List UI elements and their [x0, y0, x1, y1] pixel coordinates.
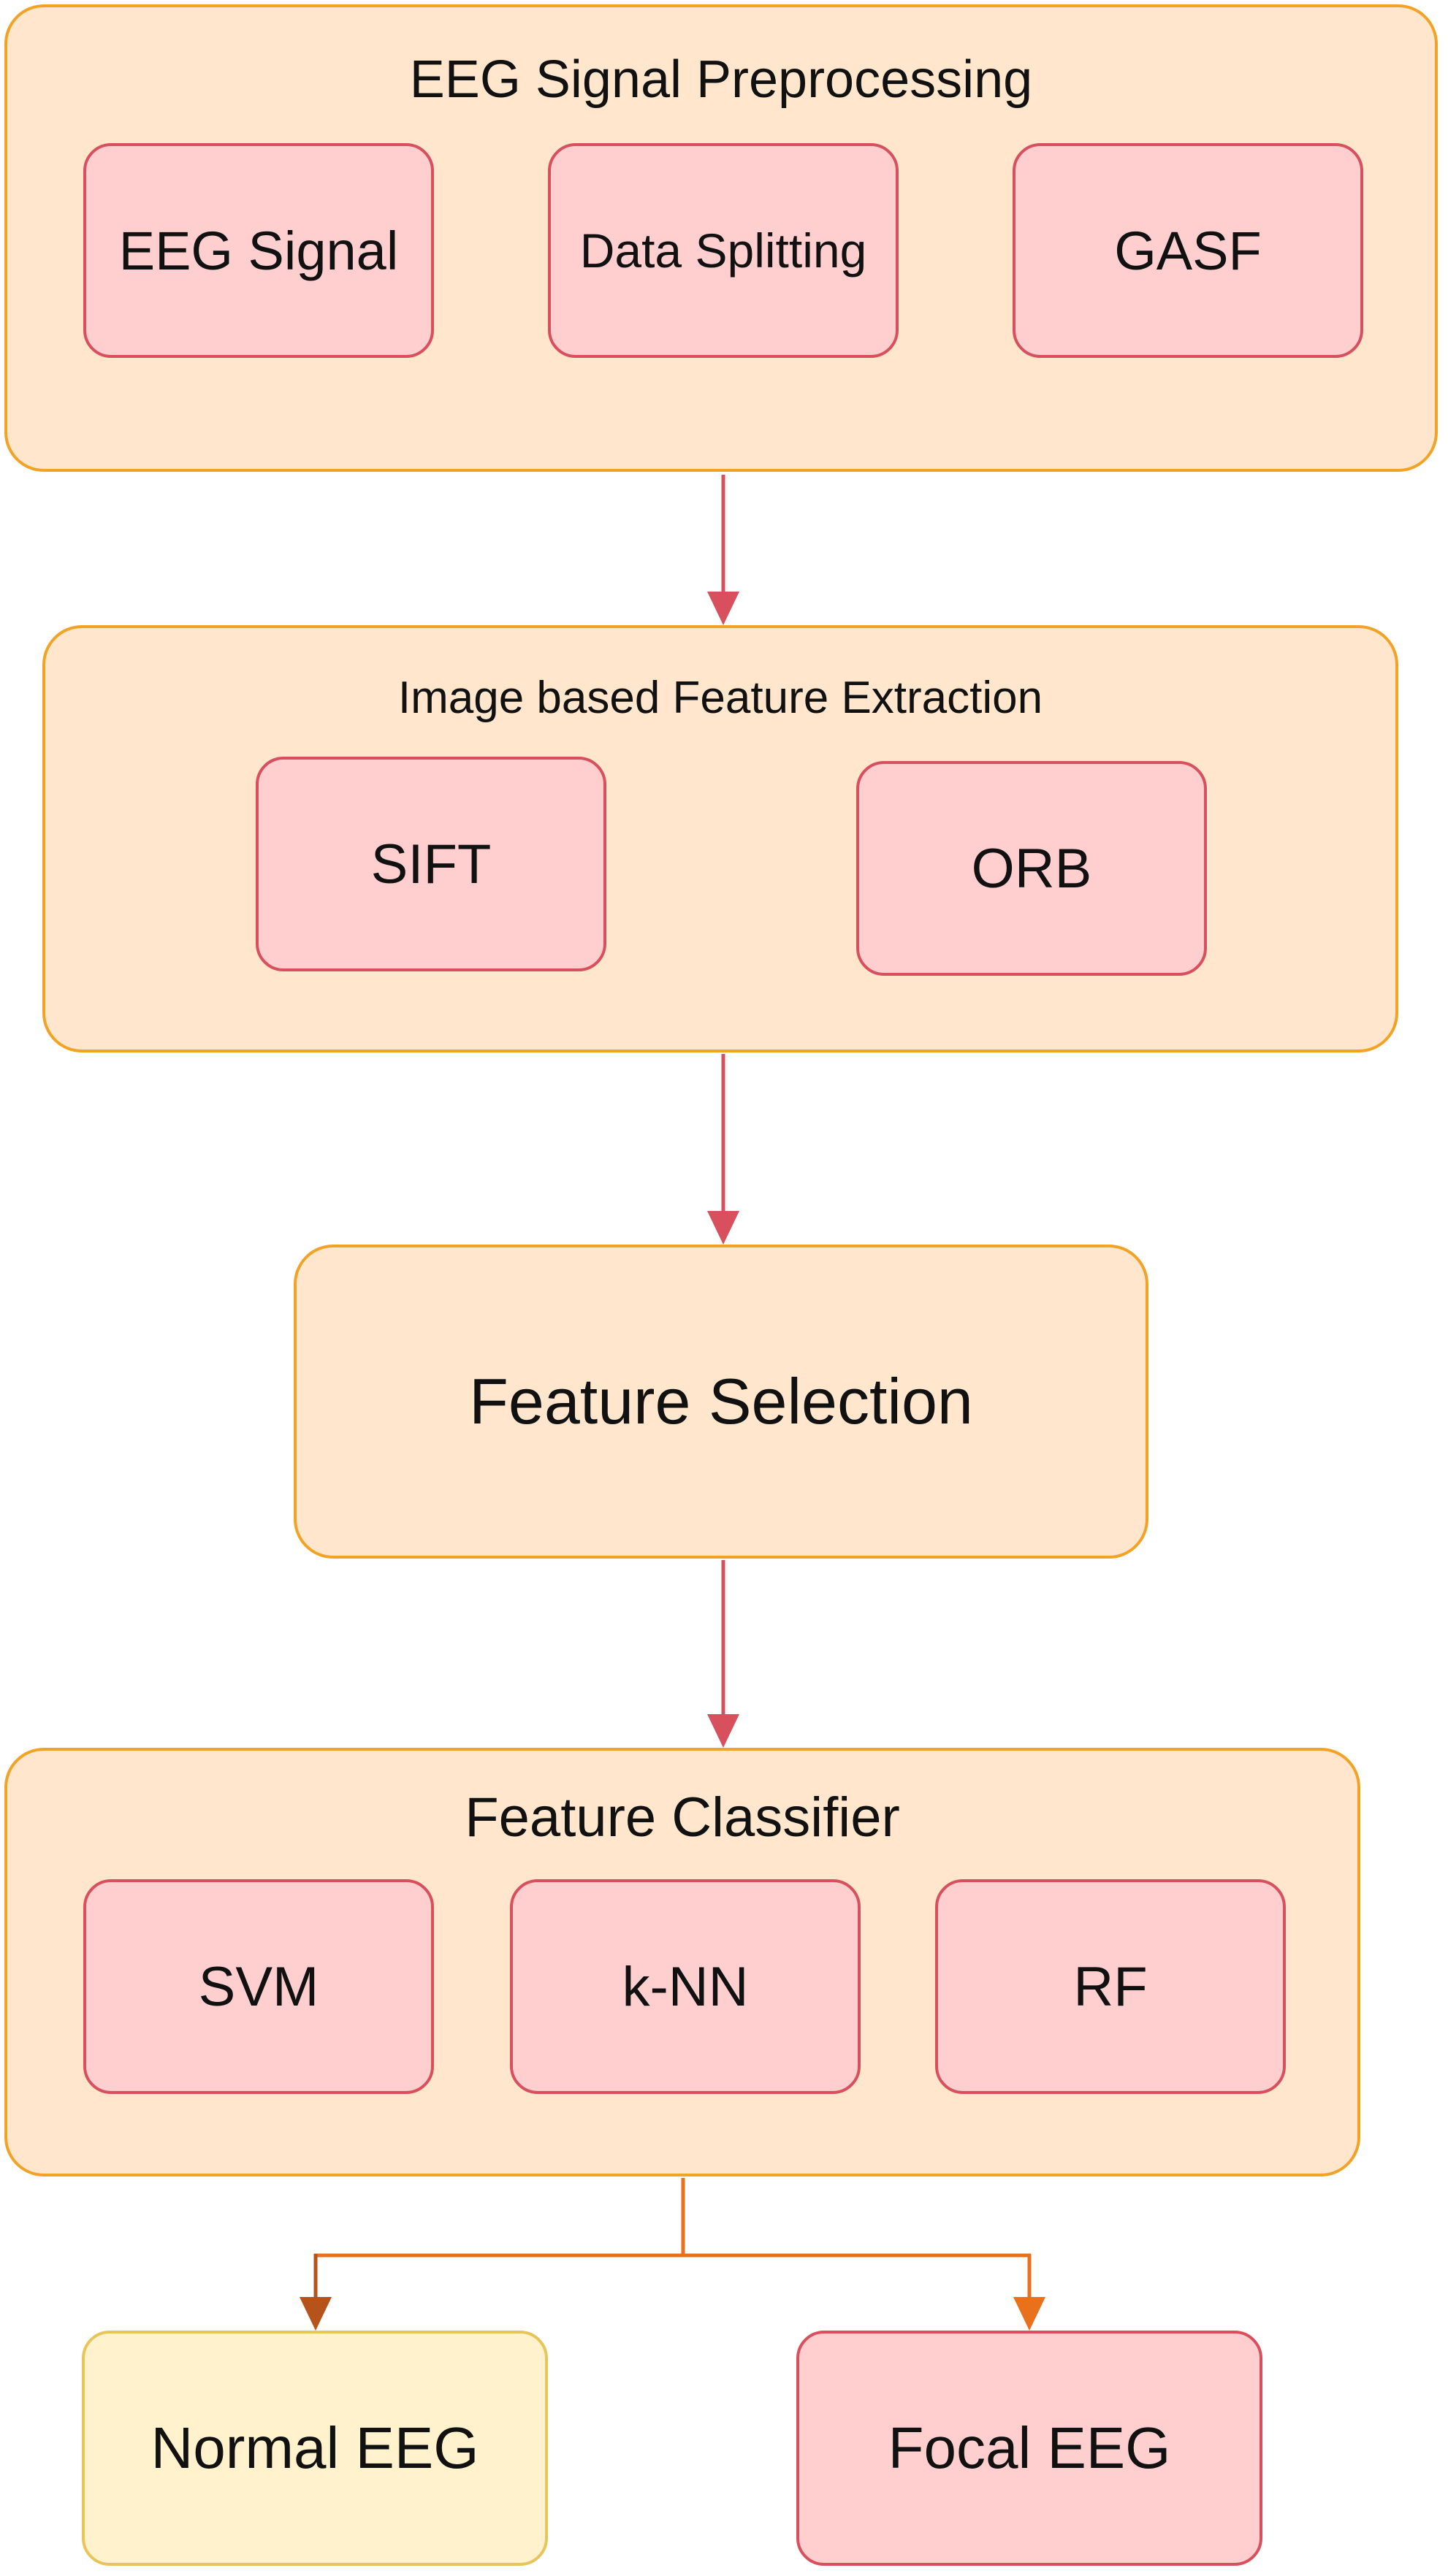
- preprocessing-group: EEG Signal Preprocessing EEG Signal Data…: [4, 4, 1438, 472]
- output-normal-eeg-label: Normal EEG: [150, 2415, 479, 2480]
- output-focal-eeg: Focal EEG: [796, 2331, 1262, 2566]
- extraction-title: Image based Feature Extraction: [397, 673, 1043, 723]
- feature-selection-box: Feature Selection: [294, 1245, 1148, 1559]
- arrow-selection-to-classifier: [707, 1560, 739, 1748]
- preprocessing-title: EEG Signal Preprocessing: [409, 50, 1033, 109]
- output-normal-eeg: Normal EEG: [82, 2331, 548, 2566]
- preprocessing-item-data-splitting: Data Splitting: [548, 143, 899, 358]
- feature-selection-label: Feature Selection: [469, 1365, 973, 1437]
- classifier-item-rf: RF: [935, 1879, 1286, 2094]
- classifier-item-knn: k-NN: [510, 1879, 861, 2094]
- arrow-extraction-to-selection: [707, 1054, 739, 1245]
- classifier-title: Feature Classifier: [465, 1786, 900, 1849]
- output-focal-eeg-label: Focal EEG: [888, 2415, 1171, 2480]
- preprocessing-item-gasf: GASF: [1013, 143, 1363, 358]
- extraction-item-sift: SIFT: [256, 757, 606, 971]
- arrow-to-focal-eeg: [1013, 2254, 1045, 2331]
- arrow-to-normal-eeg: [300, 2254, 332, 2331]
- arrow-classifier-split: [314, 2178, 1031, 2258]
- arrow-preprocessing-to-extraction: [707, 475, 739, 625]
- preprocessing-item-eeg-signal: EEG Signal: [83, 143, 434, 358]
- classifier-item-svm: SVM: [83, 1879, 434, 2094]
- extraction-group: Image based Feature Extraction SIFT ORB: [42, 625, 1398, 1052]
- classifier-group: Feature Classifier SVM k-NN RF: [4, 1748, 1360, 2176]
- extraction-item-orb: ORB: [856, 761, 1207, 976]
